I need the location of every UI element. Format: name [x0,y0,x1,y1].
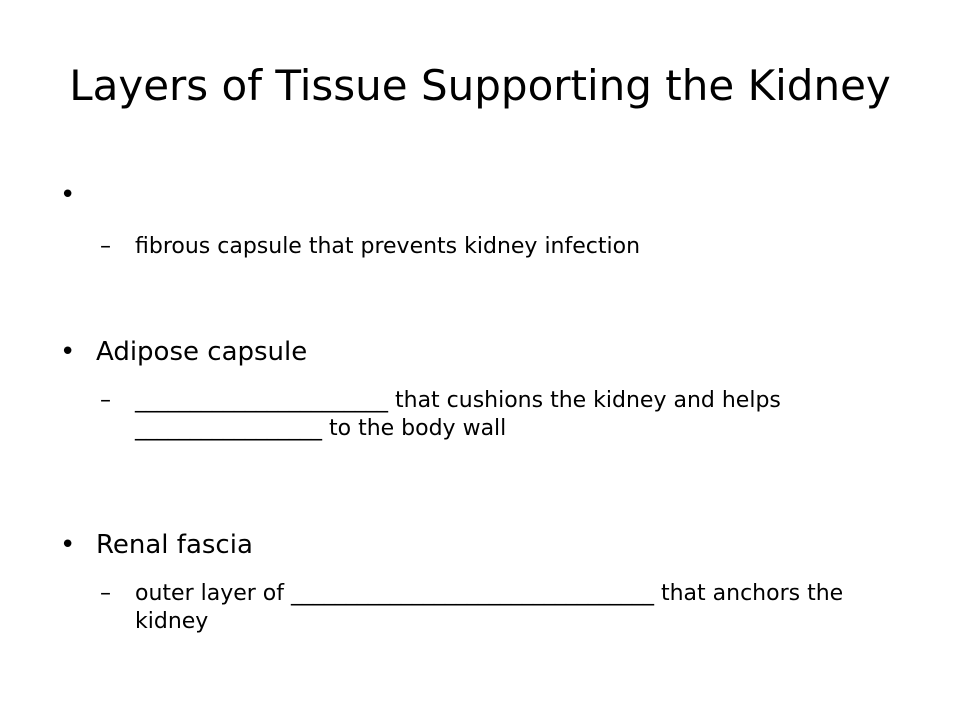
dash-icon: – [100,388,111,413]
sub-item-3: – outer layer of _______________________… [100,580,890,636]
bullet-heading: Adipose capsule [96,337,308,367]
sub-item-2: – _______________________ that cushions … [100,387,890,443]
sub-item-text: outer layer of _________________________… [135,581,844,634]
sub-item-text: fibrous capsule that prevents kidney inf… [135,234,641,259]
bullet-icon: • [60,530,76,560]
bullet-heading: Renal fascia [96,530,253,560]
sub-item-text: _______________________ that cushions th… [135,388,781,441]
sub-item-1: – fibrous capsule that prevents kidney i… [100,233,890,261]
slide-title: Layers of Tissue Supporting the Kidney [69,61,891,110]
bullet-icon: • [60,180,76,210]
dash-icon: – [100,234,111,259]
bullet-icon: • [60,337,76,367]
dash-icon: – [100,581,111,606]
